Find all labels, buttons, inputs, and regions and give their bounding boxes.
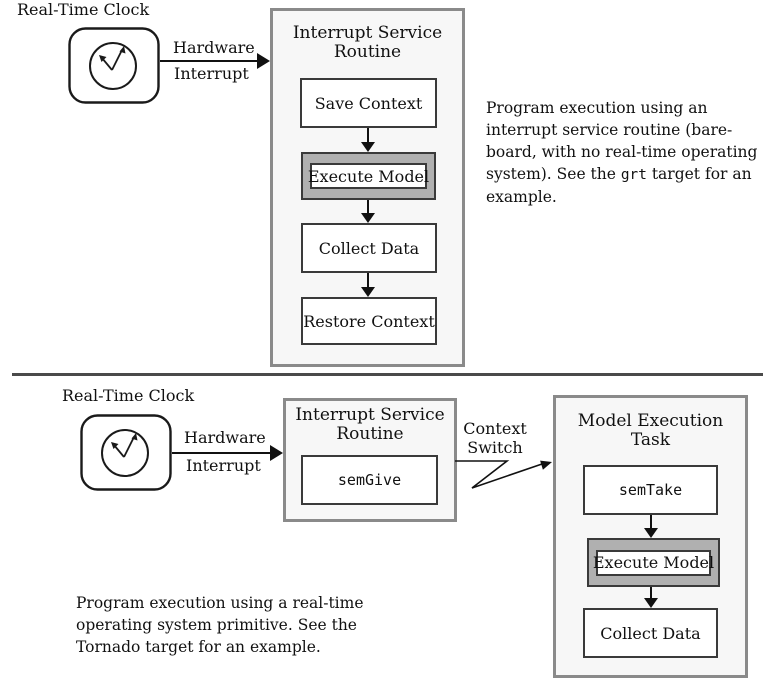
context-switch-arrow — [455, 460, 552, 489]
model-execution-task-container: Model Execution Task semTake Execute Mod… — [553, 395, 748, 678]
hardware-label: Hardware — [173, 38, 255, 57]
down-arrow-icon — [644, 515, 658, 538]
clock-icon — [68, 27, 160, 104]
isr-title: Interrupt Service Routine — [273, 24, 462, 62]
arrow-line — [172, 452, 272, 454]
step-box-execute-model-highlighted: Execute Model — [587, 538, 720, 587]
isr-rtos-container: Interrupt Service Routine semGive — [283, 398, 457, 522]
real-time-clock-label: Real-Time Clock — [62, 386, 195, 405]
isr-title-line2: Routine — [336, 424, 404, 444]
step-box-execute-model-highlighted: Execute Model — [301, 152, 436, 200]
step-box-collect-data: Collect Data — [301, 223, 437, 273]
step-box-collect-data: Collect Data — [583, 608, 718, 658]
down-arrow-icon — [644, 587, 658, 608]
arrow-head-icon — [270, 445, 283, 461]
context-switch-line2: Switch — [467, 438, 523, 457]
interrupt-label: Interrupt — [174, 64, 249, 83]
step-box-semtake: semTake — [583, 465, 718, 515]
step-box-save-context: Save Context — [300, 78, 437, 128]
down-arrow-icon — [361, 273, 375, 297]
clock-icon — [80, 414, 172, 491]
isr-title-line2: Routine — [333, 42, 402, 62]
context-switch-line1: Context — [463, 419, 527, 438]
execute-model-label: Execute Model — [308, 163, 429, 189]
step-box-semgive: semGive — [301, 455, 438, 505]
step-box-restore-context: Restore Context — [301, 297, 437, 345]
context-switch-label: Context Switch — [459, 419, 531, 457]
task-title-line1: Model Execution — [577, 411, 724, 431]
real-time-clock-label: Real-Time Clock — [17, 0, 150, 19]
isr-title: Interrupt Service Routine — [286, 406, 454, 444]
isr-title-line1: Interrupt Service — [295, 405, 445, 425]
interrupt-label: Interrupt — [186, 456, 261, 475]
down-arrow-icon — [361, 200, 375, 223]
task-title-line2: Task — [630, 430, 671, 450]
isr-title-line1: Interrupt Service — [292, 23, 443, 43]
down-arrow-icon — [361, 128, 375, 152]
hardware-label: Hardware — [184, 428, 266, 447]
isr-container: Interrupt Service Routine Save Context E… — [270, 8, 465, 367]
arrow-head-icon — [257, 53, 270, 69]
task-title: Model Execution Task — [556, 412, 745, 450]
section-divider — [12, 373, 763, 376]
execute-model-label: Execute Model — [593, 549, 714, 576]
arrow-line — [160, 60, 259, 62]
